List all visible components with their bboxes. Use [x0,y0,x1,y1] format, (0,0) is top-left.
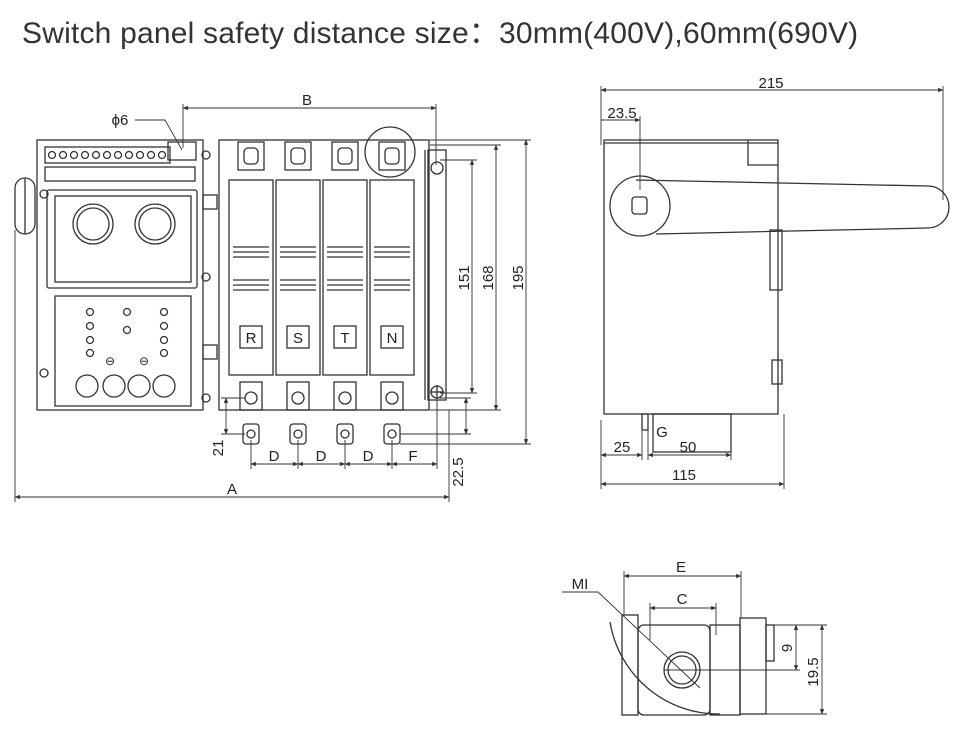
push-buttons [75,374,176,398]
side-handle [635,179,950,235]
dim-19-5-label: 19.5 [805,657,822,686]
upper-mount-hole [430,161,444,175]
display-inner [54,195,192,283]
dim-e-label: E [676,559,686,576]
detail-arc [609,621,721,715]
dim-a-label: A [227,481,237,498]
pole-n [369,141,415,445]
link-block-top [202,194,218,210]
indicator-lamp-right [134,203,176,245]
pole-label-r: R [246,330,257,347]
page-title: Switch panel safety distance size：30mm(4… [22,17,859,50]
dim-phi6-label: ϕ6 [112,112,129,129]
dim-21-label: 21 [210,440,227,457]
dim-25-label: 25 [614,439,631,456]
minus-symbol-1: ⊖ [105,354,115,368]
mounting-rail [427,149,447,401]
side-dimensions [600,86,944,489]
detail-callout-circle [364,126,416,178]
dim-168-label: 168 [480,265,497,290]
label-mi: MI [572,576,589,593]
front-view [14,139,447,411]
minus-symbol-2: ⊖ [139,354,149,368]
dim-d1-label: D [269,448,280,465]
dim-c-label: C [677,591,688,608]
terminal-strip [44,146,171,164]
pole-label-n: N [387,330,398,347]
terminal-screws [47,150,167,160]
detail-dimensions [562,571,827,715]
indicator-lamp-left [72,203,114,245]
pole-label-t: T [340,330,349,347]
dim-50-label: 50 [680,439,697,456]
side-view [603,139,950,453]
dim-215-label: 215 [758,75,783,92]
dim-b-label: B [302,92,312,109]
dim-151-label: 151 [456,265,473,290]
dim-22-5-label: 22.5 [450,457,467,486]
handle-square-shaft [631,196,648,215]
dim-23-5-label: 23.5 [607,105,636,122]
dim-9-label: 9 [779,644,796,652]
pole-r [228,141,274,445]
dim-195-label: 195 [510,265,527,290]
pole-t [322,141,368,445]
pole-s [275,141,321,445]
mounting-hole-block [167,141,197,161]
display-window [46,189,198,289]
pole-label-s: S [293,330,303,347]
switch-body [218,139,430,411]
dim-d3-label: D [363,448,374,465]
pole-group [228,126,416,445]
led-indicators [85,307,169,358]
dim-115-label: 115 [672,467,696,484]
front-dimensions [14,104,531,502]
mounting-screw-icon [201,150,211,160]
detail-view [609,614,775,716]
link-block-bottom [202,344,218,360]
led-panel [54,295,192,407]
dim-d2-label: D [316,448,327,465]
dim-f-label: F [408,448,417,465]
dim-g-label: G [656,424,668,441]
